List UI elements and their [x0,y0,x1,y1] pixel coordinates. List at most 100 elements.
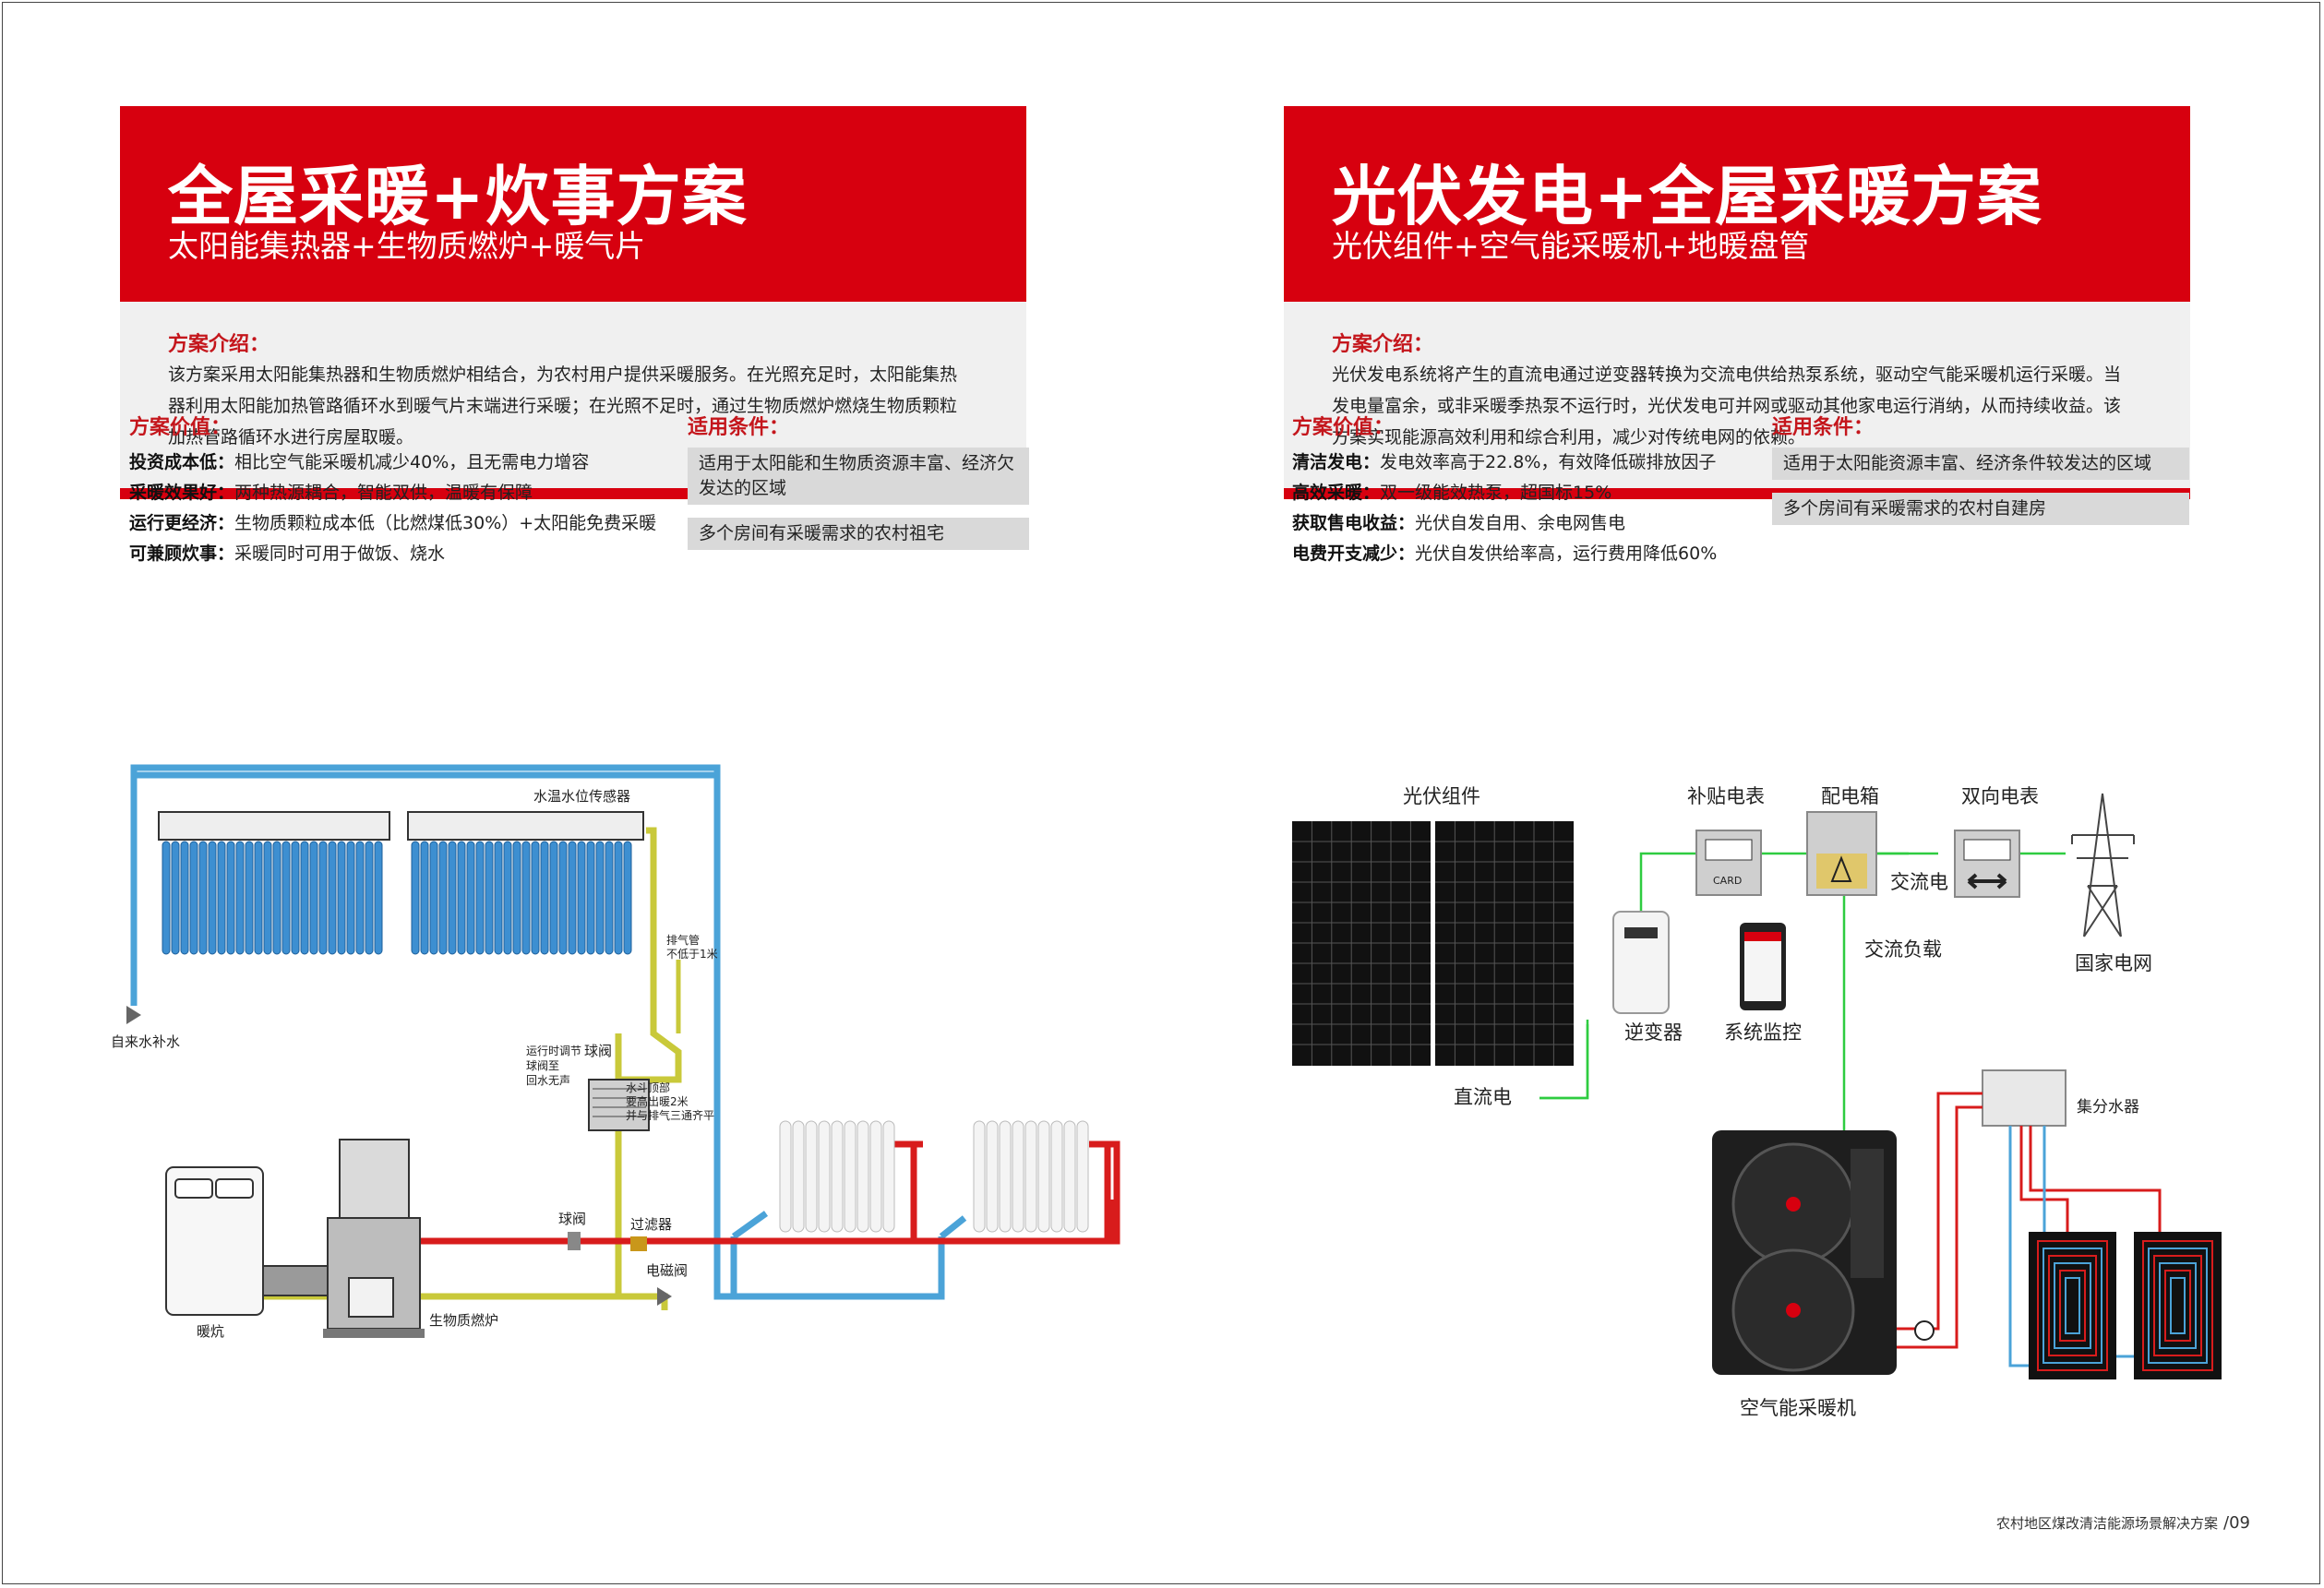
vacuum-tube [355,841,365,955]
vacuum-tube [226,841,235,955]
coil-loop [2042,1248,2102,1364]
vacuum-tube [466,841,475,955]
valve-note-3: 回水无声 [526,1074,571,1087]
page-footer: 农村地区煤改清洁能源场景解决方案/09 [1996,1513,2250,1533]
manifold-label: 集分水器 [2077,1098,2139,1116]
valve-note-1: 运行时调节 [526,1045,582,1057]
grid-label: 国家电网 [2075,952,2152,974]
vacuum-tube [568,841,577,955]
floor-coil-2 [2134,1232,2222,1379]
coil-loop [2037,1240,2108,1371]
vacuum-tube [300,841,309,955]
radiator-fin [844,1120,857,1233]
value-label: 采暖效果好： [129,483,235,503]
vacuum-tube [180,841,189,955]
vacuum-tube [540,841,549,955]
vacuum-tube [494,841,503,955]
vacuum-tube [485,841,494,955]
vacuum-tube [605,841,614,955]
value-label: 可兼顾炊事： [129,543,235,564]
condition-item: 适用于太阳能资源丰富、经济条件较发达的区域 [1772,448,2189,480]
radiator-fin [1050,1120,1063,1233]
kang-bed [165,1166,264,1316]
monitor-header [1744,932,1781,941]
vacuum-tube [217,841,226,955]
value-row: 采暖效果好：两种热源耦合，智能双供，温暖有保障 [129,478,655,508]
vacuum-tube [521,841,531,955]
heat-pump-pipes [1897,1092,1983,1349]
coil-loop [2142,1240,2213,1371]
coil-loop [2065,1277,2080,1334]
vacuum-tube [577,841,586,955]
vacuum-tube [475,841,485,955]
danger-icon [1830,855,1852,882]
value-text: 采暖同时可用于做饭、烧水 [234,543,446,564]
makeup-water-label: 自来水补水 [111,1033,181,1050]
condition-item: 多个房间有采暖需求的农村自建房 [1772,493,2189,525]
value-row: 运行更经济：生物质颗粒成本低（比燃煤低30%）+太阳能免费采暖 [129,508,656,539]
coil-loop [2153,1255,2202,1356]
coil-loop [2164,1270,2191,1342]
vacuum-tube [503,841,512,955]
inverter-device [1612,911,1670,1014]
solar-collector-left [158,811,390,955]
green-wire-dc [1539,1020,1589,1100]
radiator-fin [857,1120,869,1233]
radiator-fin [805,1120,818,1233]
bidirectional-arrow-icon [1967,873,2007,890]
radiator-fin [818,1120,831,1233]
right-conditions-heading: 适用条件： [1772,416,1875,439]
stove-chimney [339,1139,410,1224]
solar-collector-right [407,811,644,955]
vacuum-tube [328,841,337,955]
circulation-pump-icon [1914,1320,1935,1341]
red-pipe-right [1098,1140,1120,1245]
vent-note: 不低于1米 [666,948,718,961]
left-values: 方案价值： 投资成本低：相比空气能采暖机减少40%，且无需电力增容 采暖效果好：… [129,411,656,569]
heat-pump-label: 空气能采暖机 [1740,1397,1856,1419]
radiator-fin [869,1120,882,1233]
dc-label: 直流电 [1454,1086,1512,1108]
yellow-pipes [181,827,682,1310]
vacuum-tube [429,841,438,955]
condition-item: 多个房间有采暖需求的农村祖宅 [688,518,1029,550]
vacuum-tube [411,841,420,955]
vacuum-tube [457,841,466,955]
fan-hub [1786,1303,1801,1318]
ball-valve-top-label: 球阀 [584,1043,613,1059]
solenoid-label: 电磁阀 [646,1262,689,1279]
coil-loop [2048,1255,2097,1356]
vacuum-tube [365,841,374,955]
vacuum-tube [309,841,318,955]
vacuum-tube [623,841,632,955]
vacuum-tube [263,841,272,955]
blue-pipe-return [731,1211,769,1239]
value-row: 投资成本低：相比空气能采暖机减少40%，且无需电力增容 [129,448,655,478]
tank-hatch [593,1088,646,1117]
vacuum-tube [420,841,429,955]
vacuum-tube [318,841,328,955]
right-title: 光伏发电+全屋采暖方案 [1332,159,2042,234]
blue-pipe-radiator [939,1215,967,1239]
inverter-label: 逆变器 [1624,1021,1683,1044]
kang-pillow [215,1178,254,1199]
vacuum-tube [438,841,448,955]
right-conditions: 适用条件： 适用于太阳能资源丰富、经济条件较发达的区域 多个房间有采暖需求的农村… [1772,411,2189,538]
value-label: 获取售电收益： [1292,513,1416,533]
radiator-fin [1024,1120,1037,1233]
kang-label: 暖炕 [197,1323,225,1340]
right-intro-text: 光伏发电系统将产生的直流电通过逆变器转换为交流电供给热泵系统，驱动空气能采暖机运… [1332,364,2122,448]
vacuum-tube [171,841,180,955]
vacuum-tube [531,841,540,955]
value-text: 相比空气能采暖机减少40%，且无需电力增容 [234,452,590,472]
vacuum-tube [245,841,254,955]
inverter-screen [1624,927,1658,938]
vacuum-tube [448,841,457,955]
vacuum-tube [208,841,217,955]
value-text: 光伏自发供给率高，运行费用降低60% [1415,543,1718,564]
right-values-heading: 方案价值： [1292,416,1395,439]
card-label: CARD [1713,875,1743,887]
left-values-heading: 方案价值： [129,416,232,439]
